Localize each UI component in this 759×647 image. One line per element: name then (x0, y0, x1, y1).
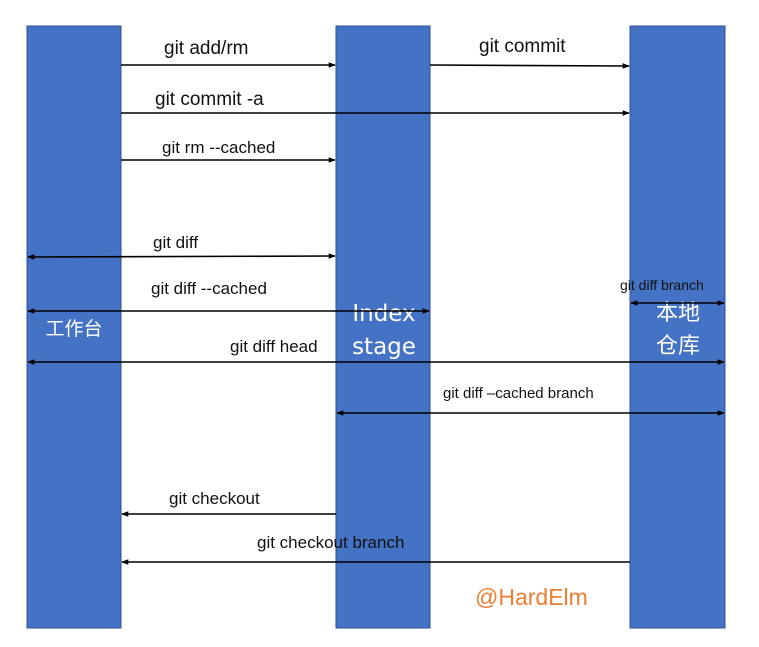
git-diff-cached-label: git diff --cached (151, 279, 267, 298)
index-label: Index (352, 301, 415, 327)
git-diff-label: git diff (153, 233, 198, 252)
git-diff-branch-label: git diff branch (620, 277, 704, 293)
git-commit-label: git commit (479, 36, 566, 57)
git-diff-arrow (27, 253, 336, 260)
local-repository-column (629, 25, 726, 629)
stage-label: stage (352, 334, 416, 360)
git-commit-a-label: git commit -a (155, 89, 264, 110)
working-directory-label: 工作台 (45, 318, 102, 340)
index-stage-column (335, 25, 431, 629)
git-commit-arrow (429, 63, 630, 69)
local-label: 本地 (656, 301, 700, 326)
git-diff-cached-branch-label: git diff –cached branch (443, 385, 594, 402)
repository-label: 仓库 (656, 334, 700, 359)
git-rm-cached-label: git rm --cached (162, 138, 275, 157)
git-diff-head-label: git diff head (230, 337, 318, 356)
watermark: @HardElm (475, 584, 588, 610)
working-directory-column (26, 25, 122, 629)
git-checkout-label: git checkout (169, 489, 260, 508)
git-add-rm-label: git add/rm (164, 38, 248, 59)
git-checkout-branch-label: git checkout branch (257, 533, 404, 552)
